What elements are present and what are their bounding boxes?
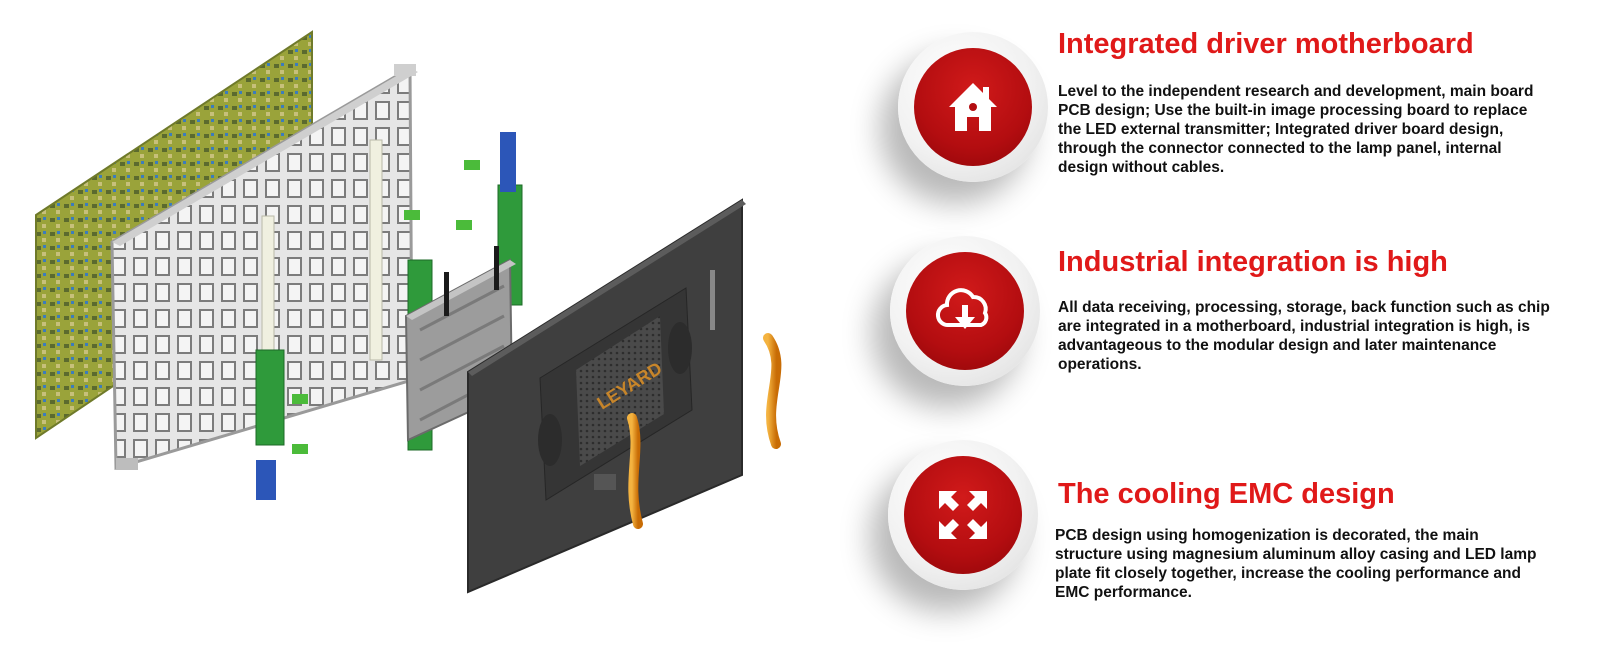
house-icon (949, 83, 997, 131)
feature-integrated-driver: Integrated driver motherboard Level to t… (880, 20, 1580, 210)
handle-left (627, 413, 643, 529)
driver-box (404, 246, 516, 442)
handle-right (763, 333, 782, 449)
feature-badge (890, 236, 1040, 386)
feature-badge (898, 32, 1048, 182)
back-cover: LEYARD (467, 198, 746, 594)
expand-arrows-icon (939, 491, 987, 539)
exploded-cabinet-illustration: LEYARD (35, 30, 782, 594)
feature-title: Integrated driver motherboard (1058, 28, 1474, 60)
feature-description: PCB design using homogenization is decor… (1055, 527, 1537, 601)
feature-title: The cooling EMC design (1058, 478, 1395, 510)
feature-description: Level to the independent research and de… (1058, 83, 1534, 176)
feature-title: Industrial integration is high (1058, 246, 1448, 278)
cloud-download-icon (936, 288, 989, 329)
feature-industrial-integration: Industrial integration is high All data … (880, 228, 1580, 418)
feature-description: All data receiving, processing, storage,… (1058, 299, 1550, 373)
feature-cooling-emc: The cooling EMC design PCB design using … (880, 440, 1580, 630)
feature-badge (888, 440, 1038, 590)
